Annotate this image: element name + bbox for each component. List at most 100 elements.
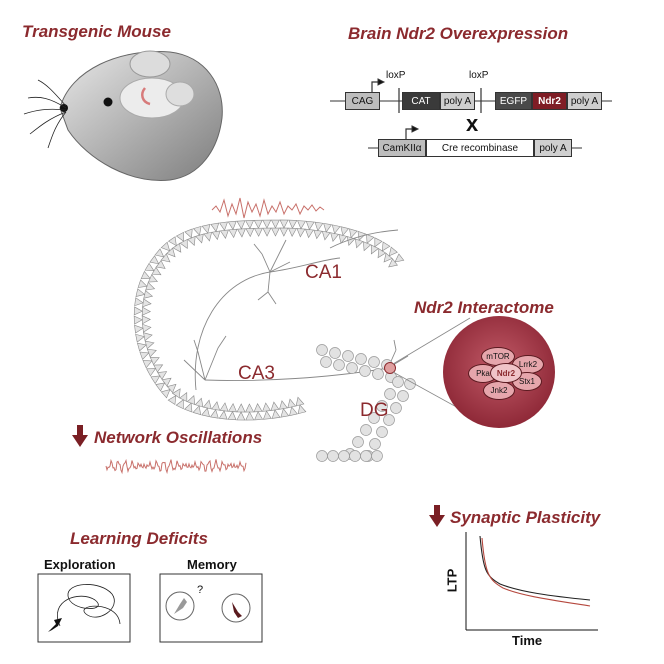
pyramidal-cell	[349, 228, 358, 239]
granule-cell	[352, 436, 364, 448]
pyramidal-cell	[304, 228, 314, 239]
granule-cell	[383, 414, 395, 426]
granule-cell	[372, 368, 384, 380]
granule-cell	[329, 347, 341, 359]
pyramidal-cell	[245, 403, 255, 413]
pyramidal-cell	[262, 410, 272, 420]
pyramidal-cell	[145, 281, 156, 291]
pyramidal-cell	[160, 241, 171, 252]
loxp-right-label: loxP	[469, 70, 489, 81]
node-ndr2-center: Ndr2	[490, 363, 522, 383]
pyramidal-cell	[139, 351, 150, 361]
region-ca1-label: CA1	[305, 262, 342, 283]
pyramidal-cell	[288, 219, 298, 229]
pyramidal-cell	[192, 405, 202, 416]
pyramidal-cell	[340, 226, 350, 237]
pyramidal-cell	[370, 244, 379, 255]
mouse-ear	[129, 50, 171, 78]
granule-cell	[360, 424, 372, 436]
pyramidal-cell	[245, 228, 255, 238]
pyramidal-cell	[150, 375, 161, 385]
mouse-whiskers	[23, 79, 67, 149]
cag-promoter-box: CAG	[345, 92, 380, 110]
title-learning-deficits: Learning Deficits	[70, 529, 208, 548]
plasticity-down-arrow	[429, 505, 445, 527]
pyramidal-cell	[218, 410, 228, 420]
pyramidal-cell	[186, 395, 196, 406]
pyramidal-cell	[295, 396, 305, 407]
node-jnk2: Jnk2	[483, 381, 515, 400]
pyramidal-cell	[254, 410, 264, 421]
region-ca3-label: CA3	[238, 363, 275, 384]
ltp-plot	[465, 532, 598, 631]
title-synaptic-plasticity: Synaptic Plasticity	[450, 508, 601, 527]
pyramidal-cell	[219, 221, 228, 232]
cross-symbol: x	[466, 111, 479, 136]
pyramidal-cell	[236, 220, 246, 230]
mouse-eye	[103, 97, 113, 107]
pyramidal-cell	[314, 221, 324, 232]
granule-cell	[320, 356, 332, 368]
memory-object-right	[221, 593, 251, 623]
pyramidal-cell	[144, 340, 155, 350]
pyramidal-cell	[183, 402, 193, 413]
pyramidal-cell	[149, 255, 160, 265]
pyramidal-cell	[135, 333, 145, 343]
pyramidal-cell	[175, 231, 184, 242]
mouse-hippocampus	[141, 87, 151, 106]
pyramidal-cell	[245, 411, 255, 421]
ltp-xlabel: Time	[512, 633, 543, 648]
ltp-series-control	[479, 535, 591, 601]
pyramidal-cell	[280, 407, 290, 418]
camkii-promoter-box: CamKIIα	[378, 139, 426, 157]
granule-cell	[355, 353, 367, 365]
pyramidal-cell	[220, 229, 229, 240]
granule-cell	[392, 376, 404, 388]
pyramidal-cell	[192, 225, 202, 236]
zoom-line-top	[392, 317, 471, 365]
pyramidal-cell	[394, 253, 405, 263]
granule-cell	[316, 344, 328, 356]
pyramidal-cell	[355, 238, 364, 249]
granule-cell	[327, 450, 339, 462]
network-down-arrow	[72, 425, 88, 447]
pyramidal-cell	[253, 227, 263, 237]
pyramidal-cell	[146, 368, 157, 377]
pyramidal-cell	[153, 364, 164, 373]
granule-cell	[342, 350, 354, 362]
pyramidal-cell	[227, 410, 237, 421]
pyramidal-cell	[374, 237, 383, 248]
pyramidal-cell	[363, 241, 372, 252]
region-dg-label: DG	[360, 400, 389, 421]
exploration-mouse-icon	[48, 618, 62, 632]
granule-cell	[368, 412, 380, 424]
pyramidal-cell	[201, 407, 210, 418]
pyramidal-cell	[236, 411, 246, 421]
pyramidal-cell	[297, 220, 307, 230]
pyramidal-cell	[201, 224, 211, 234]
pyramidal-cell	[346, 236, 356, 246]
pyramidal-cell	[210, 222, 220, 233]
pyramidal-cell	[160, 389, 171, 399]
pyramidal-cell	[211, 230, 221, 241]
loxp-left-label: loxP	[386, 70, 406, 81]
pyramidal-cell	[279, 227, 289, 237]
pyramidal-cell	[219, 402, 229, 412]
granule-cell	[338, 450, 350, 462]
pyramidal-cell	[209, 408, 219, 419]
pyramidal-cell	[133, 315, 143, 325]
pyramidal-cell	[142, 298, 152, 308]
granule-cell	[316, 450, 328, 462]
cre-recombinase-box: Cre recombinase	[426, 139, 534, 157]
granule-cell	[359, 365, 371, 377]
pyramidal-cell	[167, 395, 177, 406]
pyramidal-cell	[228, 402, 238, 413]
pyramidal-cell	[140, 270, 151, 280]
pyramidal-cell	[137, 342, 147, 352]
memory-mouse-faded-icon	[174, 598, 187, 614]
pyramidal-cell	[142, 360, 153, 369]
pyramidal-cell	[134, 297, 144, 307]
pyramidal-cell	[141, 315, 151, 325]
pyramidal-cell	[330, 232, 340, 243]
poly-a-box-1: poly A	[440, 92, 475, 110]
